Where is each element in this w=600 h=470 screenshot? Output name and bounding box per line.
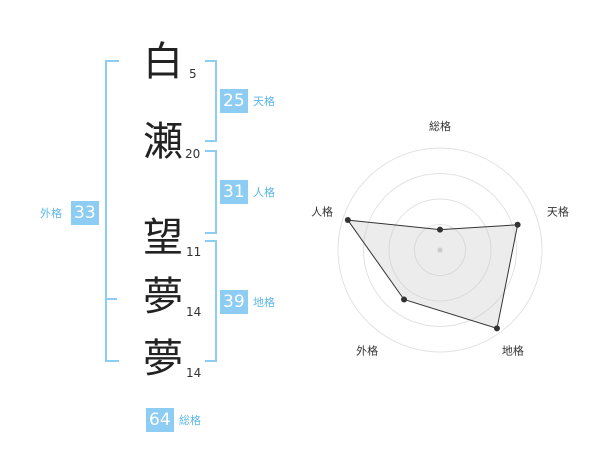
radar-point-3 [493,325,500,332]
name-char-4: 夢 [143,274,183,320]
stroke-count-3: 11 [186,245,202,259]
stroke-count-1: 5 [189,67,197,81]
jinkaku-value-badge: 31 [220,180,248,204]
radar-axis-label-1: 総格 [429,119,451,133]
tenkaku-value-badge: 25 [220,89,248,113]
name-char-3: 望 [143,215,183,261]
name-char-1: 白 [143,39,183,85]
name-char-2: 瀬 [143,119,183,165]
tenkaku-bracket [205,60,217,142]
soukaku-label: 総格 [179,414,201,427]
soukaku-value-badge: 64 [146,408,174,432]
radar-area [346,219,519,330]
stroke-count-2: 20 [185,147,201,161]
radar-axis-label-2: 天格 [547,205,569,219]
gaikaku-bracket [105,60,119,362]
radar-ring [414,224,466,276]
jinkaku-bracket [205,150,217,234]
name-char-5: 夢 [143,336,183,382]
stroke-count-5: 14 [186,366,202,380]
radar-center-dot [437,247,443,253]
radar-ring [388,198,492,302]
chikaku-value-badge: 39 [220,290,248,314]
chikaku-bracket [205,240,217,362]
radar-point-1 [437,226,443,233]
radar-ring [337,147,543,353]
jinkaku-label: 人格 [253,186,275,199]
radar-axis-label-4: 外格 [356,343,378,357]
radar-point-2 [514,221,521,228]
stroke-count-4: 14 [186,305,202,319]
gaikaku-value-badge: 33 [71,201,99,225]
chikaku-label: 地格 [253,296,275,309]
radar-rings [337,147,543,353]
radar-ring [363,173,517,327]
radar-point-4 [401,296,408,303]
tenkaku-label: 天格 [253,95,275,108]
gaikaku-bracket-tick [105,298,117,300]
radar-point-5 [344,217,351,224]
radar-points [344,217,521,332]
gaikaku-label: 外格 [40,207,62,220]
radar-axis-label-5: 人格 [311,205,333,219]
radar-axis-label-3: 地格 [502,343,524,357]
